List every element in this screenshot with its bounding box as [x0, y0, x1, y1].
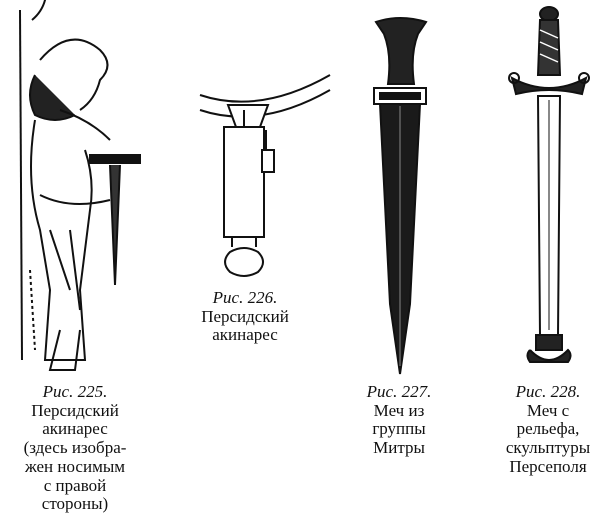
- figure-228-sword-drawing: [508, 6, 590, 363]
- figure-226-caption: Рис. 226. Персидский акинарес: [201, 288, 289, 345]
- caption-line: рельефа,: [516, 419, 580, 439]
- caption-line: (здесь изобра-: [23, 438, 127, 458]
- caption-line: акинарес: [42, 419, 108, 439]
- figure-226-akinakes-drawing: [199, 74, 331, 277]
- caption-line: Меч с: [526, 400, 570, 420]
- caption-line: Персидский: [201, 306, 289, 326]
- caption-line: скульптуры: [505, 438, 591, 458]
- figure-number: Рис. 227.: [366, 382, 432, 401]
- figure-228-caption: Рис. 228. Меч с рельефа, скульптуры Перс…: [505, 382, 591, 477]
- caption-line: Персидский: [31, 400, 119, 420]
- caption-line: Персеполя: [509, 456, 587, 476]
- figure-225-persian-relief-drawing: [19, 0, 141, 371]
- caption-line: с правой: [43, 475, 107, 495]
- caption-line: акинарес: [212, 325, 278, 345]
- figure-227-sword-drawing: [373, 17, 428, 375]
- caption-line: стороны): [41, 494, 109, 514]
- figure-number: Рис. 228.: [515, 382, 581, 401]
- caption-line: группы: [372, 419, 426, 439]
- figure-number: Рис. 225.: [42, 382, 108, 401]
- caption-line: Меч из: [373, 400, 425, 420]
- caption-line: Митры: [373, 438, 425, 458]
- figure-227-caption: Рис. 227. Меч из группы Митры: [366, 382, 432, 458]
- figure-number: Рис. 226.: [212, 288, 278, 307]
- caption-line: жен носимым: [24, 456, 126, 476]
- figure-225-caption: Рис. 225. Персидский акинарес (здесь изо…: [23, 382, 127, 514]
